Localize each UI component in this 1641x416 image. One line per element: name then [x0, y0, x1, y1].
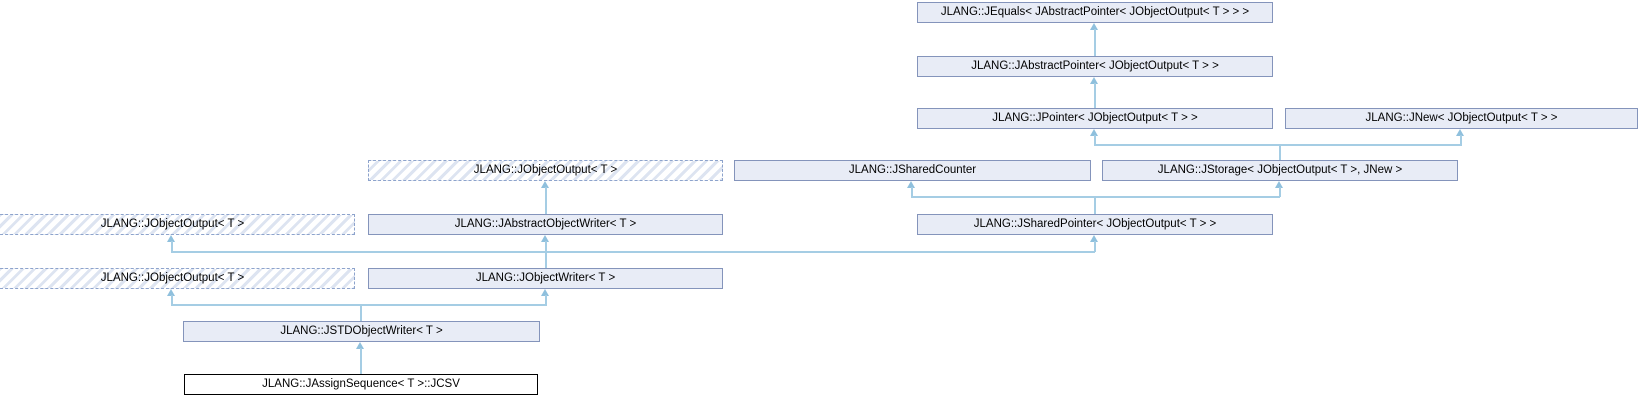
edge-segment — [911, 196, 1280, 198]
edge-segment — [1094, 241, 1096, 252]
edge-segment — [360, 348, 362, 374]
class-node-jstorage[interactable]: JLANG::JStorage< JObjectOutput< T >, JNe… — [1102, 160, 1458, 181]
arrowhead-icon — [1090, 235, 1098, 242]
class-node-jnew[interactable]: JLANG::JNew< JObjectOutput< T > > — [1285, 108, 1638, 129]
edge-segment — [545, 241, 547, 268]
edge-segment — [360, 304, 362, 321]
class-node-jpointer[interactable]: JLANG::JPointer< JObjectOutput< T > > — [917, 108, 1273, 129]
arrowhead-icon — [541, 289, 549, 296]
edge-segment — [1094, 29, 1096, 56]
class-node-jequals[interactable]: JLANG::JEquals< JAbstractPointer< JObjec… — [917, 2, 1273, 23]
class-node-jabstractobjectwriter[interactable]: JLANG::JAbstractObjectWriter< T > — [368, 214, 723, 235]
edge-segment — [1279, 187, 1281, 197]
edge-segment — [545, 187, 547, 214]
arrowhead-icon — [167, 289, 175, 296]
class-node-jabstractpointer[interactable]: JLANG::JAbstractPointer< JObjectOutput< … — [917, 56, 1273, 77]
edge-segment — [171, 304, 547, 306]
class-node-jobjectoutput-row6: JLANG::JObjectOutput< T > — [0, 268, 355, 289]
arrowhead-icon — [1456, 129, 1464, 136]
class-node-jsharedcounter[interactable]: JLANG::JSharedCounter — [734, 160, 1091, 181]
arrowhead-icon — [907, 181, 915, 188]
arrowhead-icon — [541, 181, 549, 188]
class-node-jstdobjectwriter[interactable]: JLANG::JSTDObjectWriter< T > — [183, 321, 540, 342]
arrowhead-icon — [1090, 129, 1098, 136]
arrowhead-icon — [1090, 23, 1098, 30]
edge-segment — [1094, 135, 1096, 145]
edge-segment — [1094, 83, 1096, 108]
arrowhead-icon — [541, 235, 549, 242]
arrowhead-icon — [1090, 77, 1098, 84]
arrowhead-icon — [167, 235, 175, 242]
edge-segment — [1094, 144, 1462, 146]
class-node-jobjectoutput-row5: JLANG::JObjectOutput< T > — [0, 214, 355, 235]
class-node-jobjectwriter[interactable]: JLANG::JObjectWriter< T > — [368, 268, 723, 289]
edge-segment — [545, 295, 547, 305]
edge-segment — [911, 187, 913, 197]
arrowhead-icon — [1275, 181, 1283, 188]
class-node-jassignsequence-jcsv: JLANG::JAssignSequence< T >::JCSV — [184, 374, 538, 395]
edge-segment — [171, 241, 173, 252]
class-node-jsharedpointer[interactable]: JLANG::JSharedPointer< JObjectOutput< T … — [917, 214, 1273, 235]
edge-segment — [171, 295, 173, 305]
edge-segment — [1094, 196, 1096, 214]
edge-segment — [171, 251, 1095, 253]
edge-segment — [1460, 135, 1462, 145]
class-node-jobjectoutput-row4: JLANG::JObjectOutput< T > — [368, 160, 723, 181]
arrowhead-icon — [356, 342, 364, 349]
edge-segment — [1279, 144, 1281, 160]
